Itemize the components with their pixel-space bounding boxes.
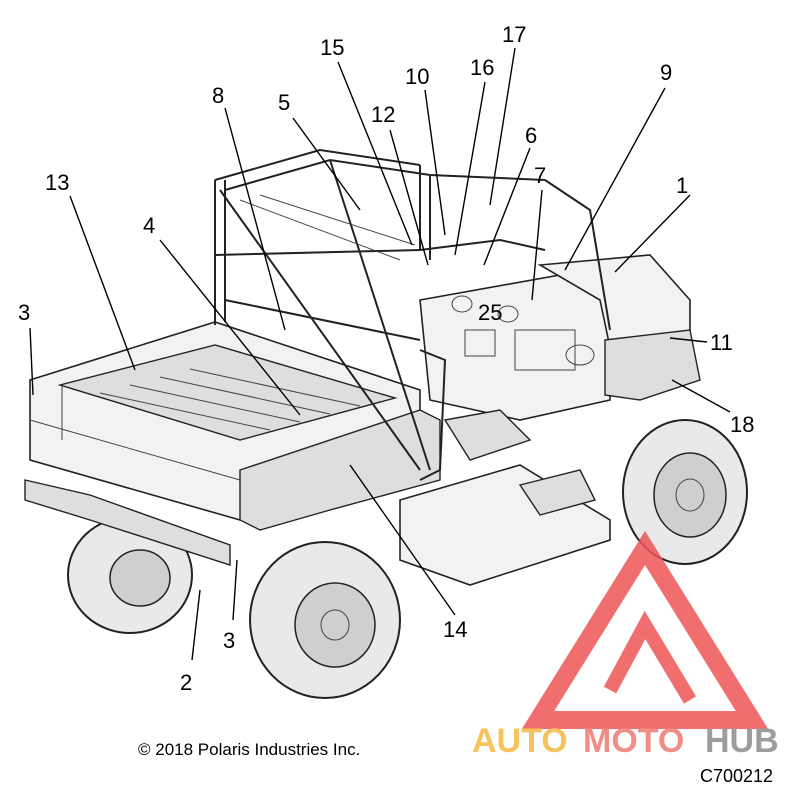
- callout-7[interactable]: 7: [534, 163, 546, 188]
- rear-bumper: [24, 479, 231, 566]
- callout-12[interactable]: 12: [371, 102, 395, 127]
- watermark-moto: MOTO: [583, 722, 684, 760]
- callout-8[interactable]: 8: [212, 83, 224, 108]
- callout-16[interactable]: 16: [470, 55, 494, 80]
- callout-3b[interactable]: 3: [223, 628, 235, 653]
- callout-25[interactable]: 25: [478, 300, 502, 325]
- diagram-code: C700212: [700, 766, 773, 786]
- front-fender: [604, 329, 701, 401]
- floor-mat: [518, 469, 597, 516]
- callout-3a[interactable]: 3: [18, 300, 30, 325]
- utv-illustration: [24, 148, 748, 699]
- side-panel: [239, 409, 441, 531]
- dash-controls: [451, 295, 595, 371]
- callouts: 1 2 3 3 4 5 6 7 8 9 10 11 12 13 14 15 16…: [18, 22, 754, 695]
- callout-18[interactable]: 18: [730, 412, 754, 437]
- callout-6[interactable]: 6: [525, 123, 537, 148]
- watermark-hub: HUB: [705, 722, 779, 760]
- roof-slots: [239, 194, 416, 261]
- callout-4[interactable]: 4: [143, 213, 155, 238]
- callout-15[interactable]: 15: [320, 35, 344, 60]
- leader-lines: [29, 47, 731, 661]
- callout-13[interactable]: 13: [45, 170, 69, 195]
- watermark-auto: AUTO: [472, 722, 568, 760]
- automotohub-watermark: AUTO MOTO HUB: [472, 530, 779, 760]
- copyright-text: © 2018 Polaris Industries Inc.: [138, 740, 360, 759]
- callout-5[interactable]: 5: [278, 90, 290, 115]
- seat: [443, 409, 532, 461]
- rear-left-wheel: [67, 516, 193, 634]
- callout-10[interactable]: 10: [405, 64, 429, 89]
- callout-11[interactable]: 11: [710, 330, 733, 355]
- callout-14[interactable]: 14: [443, 617, 467, 642]
- watermark-triangle-logo: [521, 530, 769, 729]
- bed-ribs: [29, 368, 361, 481]
- front-right-wheel: [622, 419, 748, 565]
- callout-17[interactable]: 17: [502, 22, 526, 47]
- callout-2[interactable]: 2: [180, 670, 192, 695]
- callout-9[interactable]: 9: [660, 60, 672, 85]
- callout-1[interactable]: 1: [676, 173, 688, 198]
- cargo-bed-floor: [57, 344, 398, 441]
- front-left-wheel: [249, 541, 401, 699]
